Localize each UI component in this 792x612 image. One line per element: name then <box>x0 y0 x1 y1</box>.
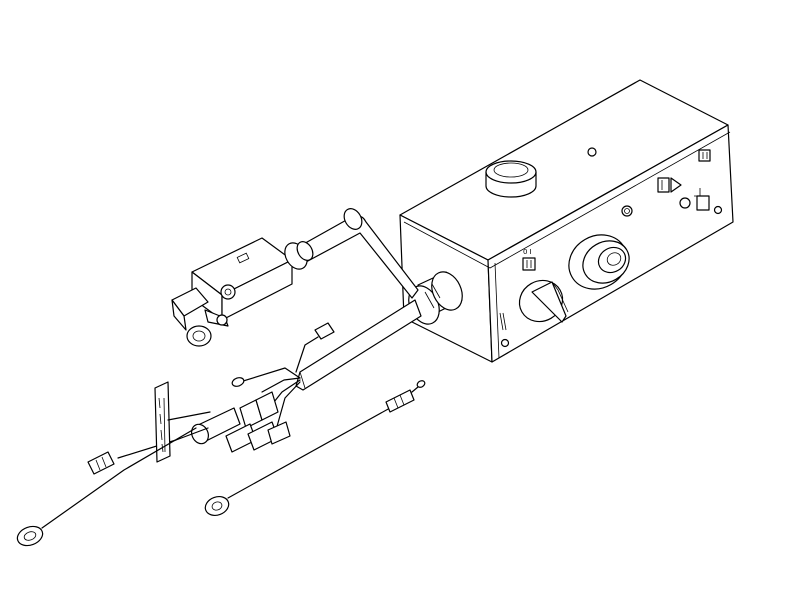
top-button <box>485 160 537 198</box>
push-button <box>568 234 630 290</box>
wire-harness <box>87 322 335 475</box>
connector-plug <box>314 322 335 340</box>
ring-terminal <box>231 377 245 387</box>
symbol-box-icon <box>698 149 711 162</box>
rotary-switch: 0 I <box>518 248 569 323</box>
top-screw-icon <box>587 147 597 157</box>
control-box <box>399 79 734 363</box>
panel-symbols <box>499 149 711 331</box>
ring-terminal <box>204 495 230 517</box>
conduit <box>295 208 422 391</box>
warning-tag <box>154 381 211 463</box>
limit-switch <box>171 237 314 347</box>
indicator-light-icon <box>679 197 691 209</box>
indicator-light-icon <box>621 205 633 217</box>
svg-text:0 I: 0 I <box>523 248 532 256</box>
play-triangle-icon <box>670 177 682 193</box>
ring-terminal <box>16 525 44 547</box>
connector-plug <box>87 451 115 475</box>
ground-wire <box>16 427 197 547</box>
front-screw-icon <box>713 205 723 215</box>
front-screw-icon <box>500 338 510 348</box>
ground-wire-2 <box>204 380 426 517</box>
